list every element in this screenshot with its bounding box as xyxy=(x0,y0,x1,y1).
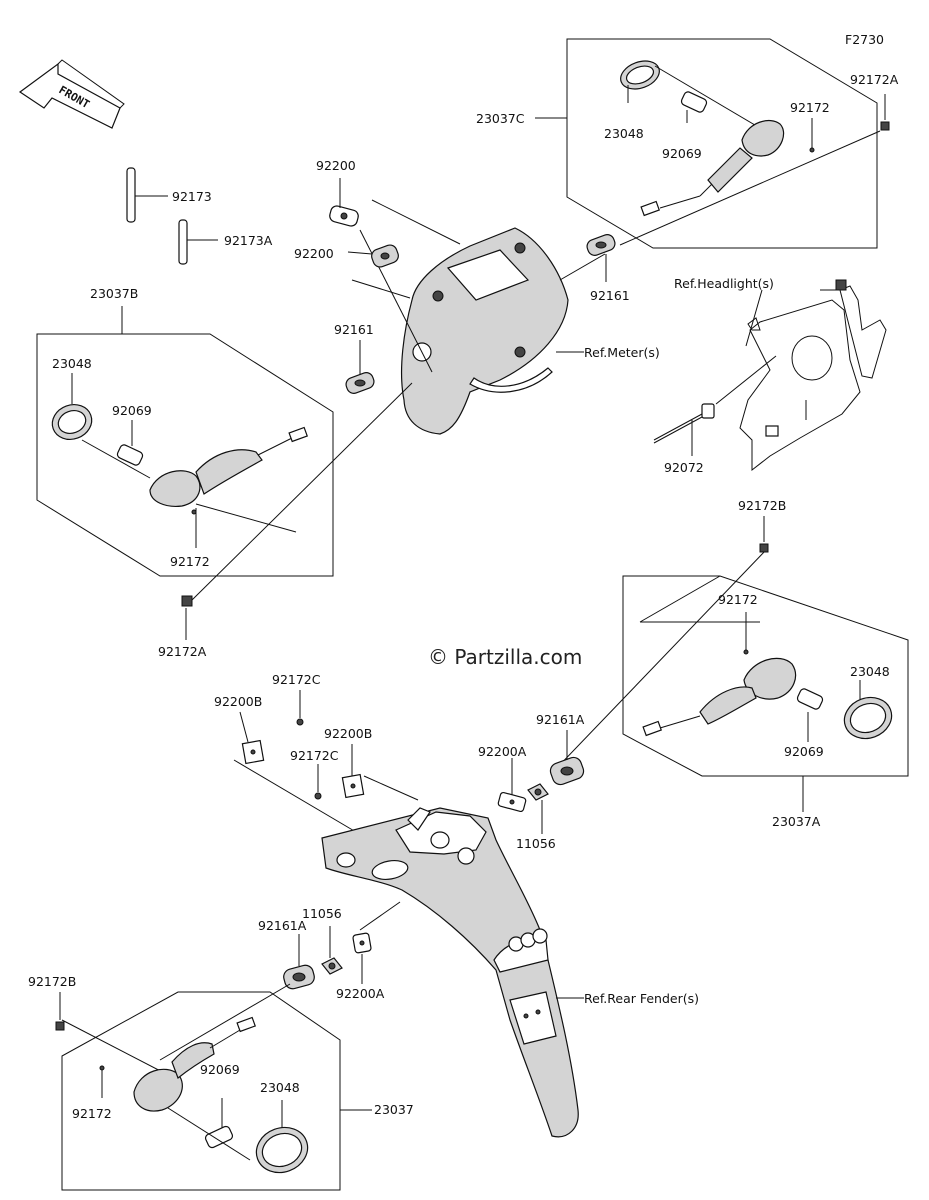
turn-signal-front-right xyxy=(535,38,890,249)
label-92172A-left: 92172A xyxy=(158,644,207,659)
label-92200A-right: 92200A xyxy=(478,744,527,759)
nut-11056-left xyxy=(321,926,343,975)
label-23048-left: 23048 xyxy=(52,356,92,371)
label-23048-top-right: 23048 xyxy=(604,126,644,141)
label-92172-top-right: 92172 xyxy=(790,100,830,115)
label-92172-right: 92172 xyxy=(718,592,758,607)
clip-92200-upper xyxy=(329,178,359,227)
label-92172C-a: 92172C xyxy=(272,672,321,687)
label-92173: 92173 xyxy=(172,189,212,204)
strap-92173 xyxy=(126,167,168,223)
clip-92200B-middle xyxy=(341,744,419,801)
clip-92200A-left xyxy=(352,901,401,984)
label-92172B-right: 92172B xyxy=(738,498,786,513)
ref-headlight: Ref.Headlight(s) xyxy=(674,276,774,291)
label-23048-bottom-left: 23048 xyxy=(260,1080,300,1095)
label-92172A-top-right: 92172A xyxy=(850,72,899,87)
label-92161A-right: 92161A xyxy=(536,712,585,727)
grommet-92161A-left xyxy=(283,934,315,990)
turn-signal-rear-left xyxy=(55,983,372,1191)
label-92172-bottom-left: 92172 xyxy=(72,1106,112,1121)
headlight-bracket xyxy=(715,279,887,472)
clip-92200B-left xyxy=(233,711,357,833)
label-11056-right: 11056 xyxy=(516,836,556,851)
part-labels: 23037C 23048 92069 92172 92172A 92161 92… xyxy=(28,72,899,1121)
strap-92173A xyxy=(178,219,218,265)
label-92172C-b: 92172C xyxy=(290,748,339,763)
ref-meter: Ref.Meter(s) xyxy=(584,345,660,360)
screw-92172C-upper xyxy=(296,690,304,726)
label-92069-right: 92069 xyxy=(784,744,824,759)
meter-bracket xyxy=(351,199,606,435)
watermark: © Partzilla.com xyxy=(428,645,582,669)
label-92069-left: 92069 xyxy=(112,403,152,418)
label-23037B: 23037B xyxy=(90,286,138,301)
label-92161-top: 92161 xyxy=(590,288,630,303)
label-92172B-left: 92172B xyxy=(28,974,76,989)
label-92200B-a: 92200B xyxy=(214,694,262,709)
grommet-92161-left xyxy=(345,340,375,394)
label-92161A-left: 92161A xyxy=(258,918,307,933)
grommet-92161-upper xyxy=(586,234,616,282)
clip-92200-lower xyxy=(347,244,399,268)
label-92069-top-right: 92069 xyxy=(662,146,702,161)
label-92200-a: 92200 xyxy=(316,158,356,173)
label-11056-left: 11056 xyxy=(302,906,342,921)
label-23037: 23037 xyxy=(374,1102,414,1117)
label-92069-bottom-left: 92069 xyxy=(200,1062,240,1077)
label-92172-left: 92172 xyxy=(170,554,210,569)
clip-92200A-right xyxy=(497,758,527,813)
label-92173A: 92173A xyxy=(224,233,273,248)
label-92200-b: 92200 xyxy=(294,246,334,261)
label-92161-left: 92161 xyxy=(334,322,374,337)
label-23037A: 23037A xyxy=(772,814,821,829)
label-92200B-b: 92200B xyxy=(324,726,372,741)
rivet-92072 xyxy=(653,403,715,456)
label-23037C: 23037C xyxy=(476,111,525,126)
label-92072: 92072 xyxy=(664,460,704,475)
label-23048-right: 23048 xyxy=(850,664,890,679)
figure-code: F2730 xyxy=(845,32,884,47)
ref-rear-fender: Ref.Rear Fender(s) xyxy=(584,991,699,1006)
nut-11056-right xyxy=(527,783,549,834)
label-92200A-left: 92200A xyxy=(336,986,385,1001)
grommet-92161A-right xyxy=(549,730,585,786)
screw-92172C-lower xyxy=(314,764,322,800)
turn-signal-front-left xyxy=(36,306,413,640)
rear-fender xyxy=(321,807,584,1138)
turn-signal-rear-right xyxy=(551,516,909,812)
front-arrow-icon: FRONT xyxy=(18,59,125,129)
